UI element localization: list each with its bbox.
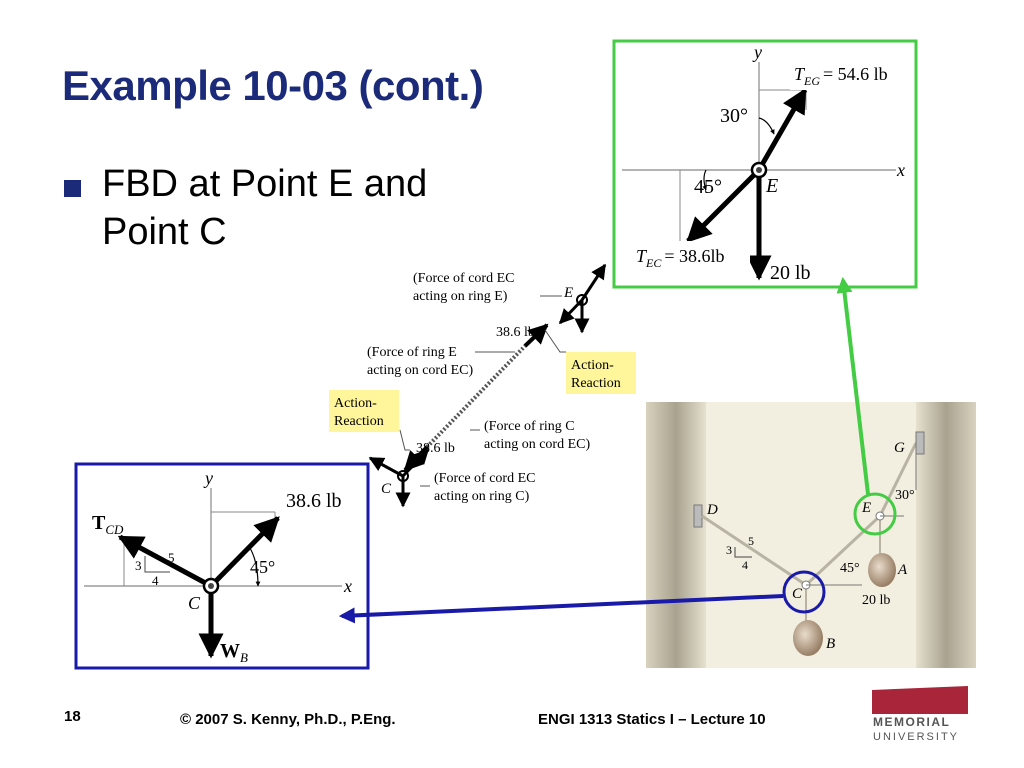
highlight-circle-c	[782, 570, 826, 614]
fbd-c-force-arrow	[209, 516, 280, 588]
bottom-force-label: 38.6 lb	[416, 441, 455, 456]
fbd-e-tec-label: TEC= 38.6lb	[636, 246, 725, 270]
left-wall	[646, 402, 706, 668]
fbd-c-x-label: x	[343, 576, 352, 596]
fbd-c-slope-3: 3	[135, 558, 142, 573]
page-number: 18	[64, 708, 81, 725]
reaction-label-right: Reaction	[571, 376, 621, 391]
fbd-c-force-label: 38.6 lb	[286, 490, 342, 512]
highlight-circle-e	[853, 492, 897, 536]
bullet-line-1: FBD at Point E and	[102, 163, 428, 205]
fbd-c-point-label: C	[188, 593, 201, 613]
course-label: ENGI 1313 Statics I – Lecture 10	[538, 711, 766, 728]
fbd-e-y-label: y	[752, 42, 762, 62]
fbd-e-x-label: x	[896, 160, 905, 180]
cord-ec	[425, 344, 527, 449]
cord-on-c-line1: (Force of cord EC	[434, 471, 535, 486]
fbd-e-point-label: E	[765, 175, 778, 197]
action-reaction-diagram: E C (Force of cord EC acting on ring E) …	[329, 263, 636, 508]
bullet-line-2: Point C	[102, 211, 227, 253]
cord-ce	[804, 514, 882, 587]
bullet-square-icon	[64, 180, 81, 197]
fbd-c-tcd-label: TCD	[92, 512, 124, 537]
logo-line2: UNIVERSITY	[873, 731, 959, 743]
cord-top-force-arrow	[523, 323, 549, 348]
logo-line1: MEMORIAL	[873, 715, 950, 729]
logo-banner	[872, 686, 968, 714]
photo-angle-45: 45°	[840, 561, 860, 576]
fbd-e-teg-arrow	[756, 87, 808, 172]
fbd-e-angle-45: 45°	[694, 176, 722, 198]
action-label-left: Action-	[334, 396, 377, 411]
photo-label-c: C	[792, 586, 803, 602]
bag-b	[793, 620, 823, 656]
cord-on-c-line2: acting on ring C)	[434, 489, 530, 504]
fbd-c-tcd-arrow	[117, 534, 213, 589]
photo-label-a: A	[897, 562, 908, 578]
fbd-c-slope-4: 4	[152, 573, 159, 588]
photo-slope-3: 3	[726, 543, 732, 557]
slide-title: Example 10-03 (cont.)	[62, 62, 484, 109]
copyright: © 2007 S. Kenny, Ph.D., P.Eng.	[180, 711, 396, 728]
fbd-e-panel: x y 30° 45° E TEG= 54.6 lb TEC= 38.6lb 2…	[612, 39, 918, 289]
action-reaction-highlight-left	[329, 390, 399, 432]
cord-on-e-line2: acting on ring E)	[413, 289, 508, 304]
photo-slope-4: 4	[742, 558, 748, 572]
cord-eg	[878, 442, 918, 517]
ring-c-on-cord-line1: (Force of ring C	[484, 419, 575, 434]
ring-c-on-cord-line2: acting on cord EC)	[484, 437, 590, 452]
fbd-e-tec-arrow	[686, 168, 761, 243]
photo-slope-5: 5	[748, 534, 754, 548]
fbd-e-angle-30: 30°	[720, 105, 748, 127]
photo-weight-label: 20 lb	[862, 593, 890, 608]
photo-label-d: D	[706, 502, 718, 518]
photo-angle-30: 30°	[895, 488, 915, 503]
cord-cd	[701, 514, 807, 587]
fbd-c-slope-5: 5	[168, 550, 175, 565]
photo-label-e: E	[861, 500, 871, 516]
photo-label-g: G	[894, 440, 905, 456]
bag-a	[868, 553, 896, 587]
system-photo: 3 4 5 D G E A B C 30° 45° 20 lb	[646, 402, 976, 668]
action-reaction-highlight-right	[566, 352, 636, 394]
ring-e-label: E	[563, 285, 573, 301]
fbd-c-angle-45: 45°	[250, 557, 275, 577]
fbd-e-weight-label: 20 lb	[770, 262, 811, 284]
fbd-c-panel: x y 3 4 5 45° C TCD 38.6 lb WB	[74, 462, 370, 670]
green-connector-arrow	[836, 276, 870, 495]
university-logo: MEMORIAL UNIVERSITY	[872, 686, 968, 743]
right-wall	[916, 402, 976, 668]
fbd-e-teg-label: TEG= 54.6 lb	[794, 64, 888, 88]
fbd-c-y-label: y	[203, 468, 213, 488]
bullet-text: FBD at Point E and Point C	[102, 160, 532, 256]
action-label-right: Action-	[571, 358, 614, 373]
reaction-label-left: Reaction	[334, 414, 384, 429]
ring-c-label: C	[381, 481, 392, 497]
top-force-label: 38.6 lb	[496, 325, 535, 340]
cord-on-e-line1: (Force of cord EC	[413, 271, 514, 286]
fbd-c-wb-label: WB	[220, 640, 248, 665]
photo-label-b: B	[826, 636, 835, 652]
ring-e-on-cord-line1: (Force of ring E	[367, 345, 457, 360]
ring-e-on-cord-line2: acting on cord EC)	[367, 363, 473, 378]
blue-connector-arrow	[338, 594, 784, 624]
